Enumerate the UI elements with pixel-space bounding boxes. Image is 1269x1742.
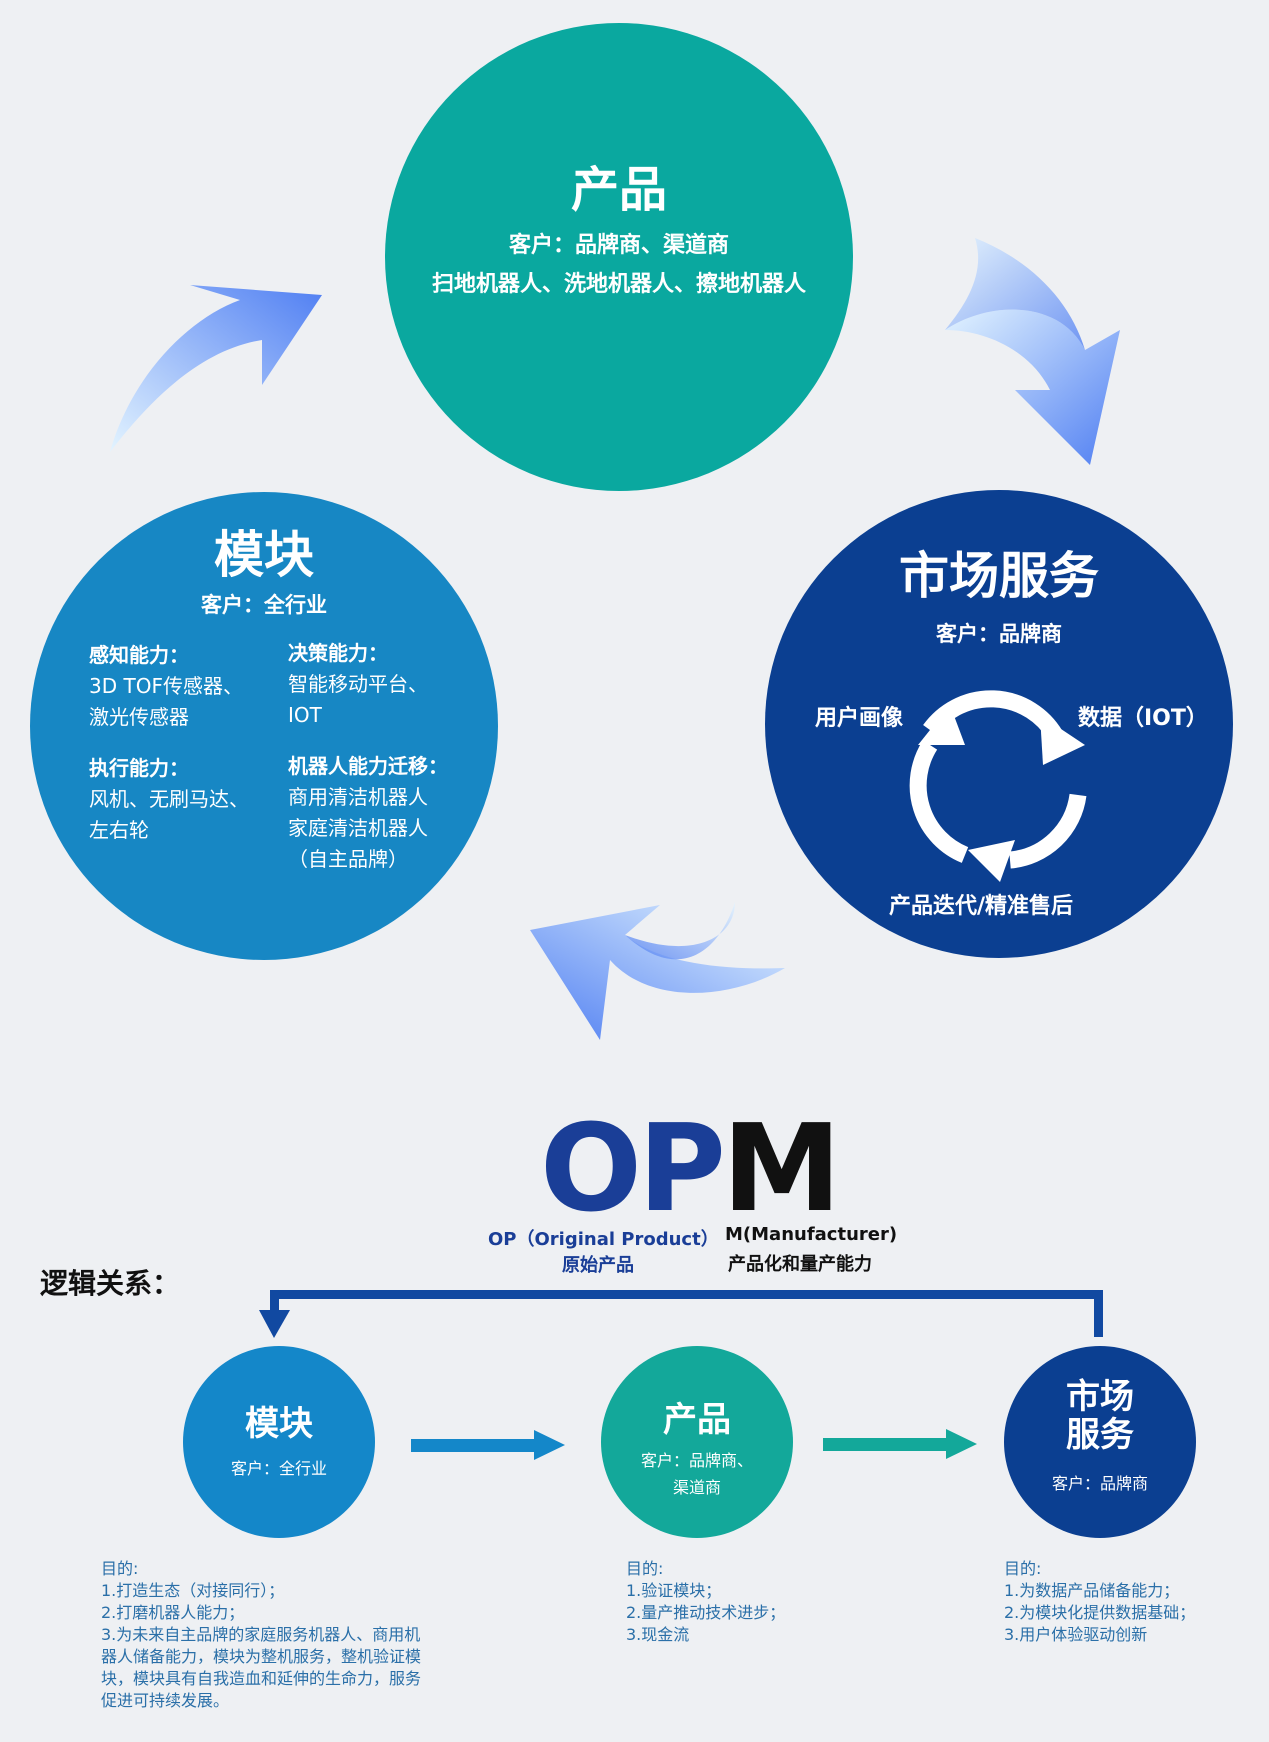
module-group-decision: 决策能力： 智能移动平台、 IOT [288,638,478,731]
logic-module-title: 模块 [245,1404,313,1444]
group-line: 风机、无刷马达、 [89,787,249,811]
group-line: 激光传感器 [89,705,189,729]
logic-node-module [183,1346,375,1538]
group-line: 3D TOF传感器、 [89,674,243,698]
group-line: 智能移动平台、 [288,672,428,696]
logic-module-customer: 客户：全行业 [230,1459,327,1478]
product-types: 扫地机器人、洗地机器人、擦地机器人 [431,272,806,297]
group-line: 家庭清洁机器人 [288,816,428,840]
feedback-frame [259,1290,1103,1338]
logic-market-customer: 客户：品牌商 [1051,1474,1148,1493]
logic-node-market [1004,1346,1196,1538]
logic-product-customer-1: 客户：品牌商、 [640,1451,753,1470]
purpose-item: 块，模块具有自我造血和延伸的生命力，服务 [101,1669,422,1688]
purpose-item: 促进可持续发展。 [101,1691,230,1710]
group-heading: 决策能力： [288,641,388,665]
opm-title: OPM [540,1110,841,1230]
op-caption: OP（Original Product） [488,1229,719,1250]
arrow-product-to-market-flow [823,1429,977,1459]
arrow-module-to-product [110,285,322,452]
purpose-item: 2.量产推动技术进步； [626,1603,786,1622]
purpose-item: 1.验证模块； [626,1581,722,1600]
logic-heading: 逻辑关系： [40,1267,181,1300]
logic-product-title: 产品 [663,1400,731,1440]
purpose-market: 目的: 1.为数据产品储备能力； 2.为模块化提供数据基础； 3.用户体验驱动创… [1004,1558,1264,1646]
purpose-label: 目的: [626,1559,664,1578]
purpose-item: 1.为数据产品储备能力； [1004,1581,1180,1600]
arrow-market-to-module [530,905,785,1040]
module-circle [30,492,498,960]
purpose-item: 3.为未来自主品牌的家庭服务机器人、商用机 [101,1625,421,1644]
group-line: 商用清洁机器人 [288,785,428,809]
purpose-label: 目的: [101,1559,139,1578]
purpose-item: 1.打造生态（对接同行）； [101,1581,285,1600]
purpose-item: 2.打磨机器人能力； [101,1603,245,1622]
arrow-product-to-market [945,309,1120,465]
purpose-module: 目的: 1.打造生态（对接同行）； 2.打磨机器人能力； 3.为未来自主品牌的家… [101,1558,481,1712]
arrow-module-to-product-flow [411,1430,565,1460]
opm-letters-op: OP [540,1100,726,1239]
product-title: 产品 [570,162,667,218]
logic-market-title-2: 服务 [1066,1415,1134,1455]
loop-bottom-label: 产品迭代/精准售后 [889,894,1074,919]
m-sub: 产品化和量产能力 [728,1254,872,1275]
op-sub: 原始产品 [562,1255,634,1276]
product-customer: 客户：品牌商、渠道商 [508,233,729,258]
market-title: 市场服务 [899,547,1099,605]
purpose-item: 2.为模块化提供数据基础； [1004,1603,1196,1622]
logic-product-customer-2: 渠道商 [672,1478,721,1497]
logic-node-product [601,1346,793,1538]
module-title: 模块 [214,526,314,584]
group-line: IOT [288,703,322,727]
module-customer: 客户：全行业 [201,593,327,617]
purpose-item: 器人储备能力，模块为整机服务，整机验证模 [101,1647,422,1666]
purpose-item: 3.现金流 [626,1625,690,1644]
m-caption: M(Manufacturer) [725,1224,898,1245]
loop-right-label: 数据（IOT） [1078,706,1208,731]
purpose-item: 3.用户体验驱动创新 [1004,1625,1148,1644]
purpose-product: 目的: 1.验证模块； 2.量产推动技术进步； 3.现金流 [626,1558,886,1646]
group-heading: 感知能力： [89,643,189,667]
loop-left-label: 用户画像 [815,706,904,731]
module-group-perception: 感知能力： 3D TOF传感器、 激光传感器 [89,640,279,733]
logic-market-title-1: 市场 [1066,1377,1134,1417]
opm-letter-m: M [721,1100,841,1239]
product-circle [385,23,853,491]
group-line: （自主品牌） [288,847,408,871]
group-line: 左右轮 [89,818,149,842]
purpose-label: 目的: [1004,1559,1042,1578]
module-group-execution: 执行能力： 风机、无刷马达、 左右轮 [89,753,279,846]
group-heading: 机器人能力迁移： [288,754,448,778]
group-heading: 执行能力： [89,756,189,780]
market-customer: 客户：品牌商 [936,622,1062,646]
module-group-migration: 机器人能力迁移： 商用清洁机器人 家庭清洁机器人 （自主品牌） [288,751,488,875]
